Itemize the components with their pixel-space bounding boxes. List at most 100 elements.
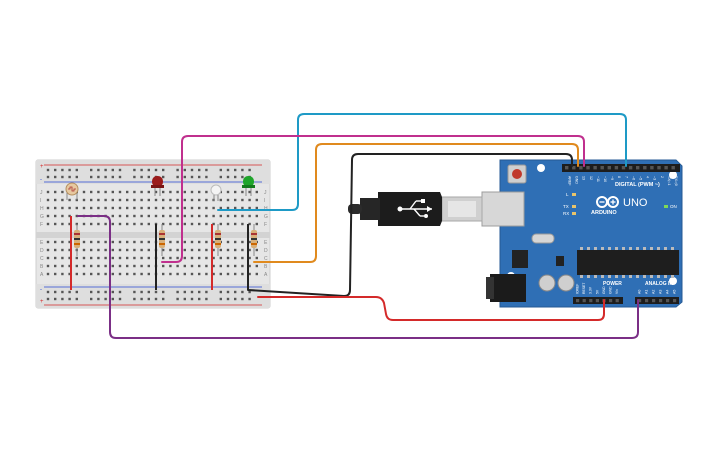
- breadboard-hole[interactable]: [140, 198, 143, 202]
- digital-pin-hole[interactable]: [636, 166, 640, 170]
- breadboard-hole[interactable]: [111, 198, 114, 202]
- breadboard-hole[interactable]: [46, 198, 50, 202]
- breadboard-hole[interactable]: [54, 214, 57, 218]
- breadboard-hole[interactable]: [46, 222, 50, 226]
- breadboard-hole[interactable]: [104, 264, 107, 268]
- breadboard-hole[interactable]: [75, 264, 78, 268]
- rail-hole[interactable]: [183, 297, 186, 301]
- breadboard-hole[interactable]: [226, 214, 230, 218]
- breadboard-hole[interactable]: [226, 222, 230, 226]
- breadboard-hole[interactable]: [176, 198, 179, 202]
- rail-hole[interactable]: [162, 168, 165, 172]
- breadboard-hole[interactable]: [147, 248, 150, 252]
- rail-hole[interactable]: [234, 175, 237, 179]
- breadboard-hole[interactable]: [126, 222, 129, 226]
- breadboard-hole[interactable]: [140, 248, 143, 252]
- rail-hole[interactable]: [75, 297, 78, 301]
- resistor-1[interactable]: [74, 224, 80, 256]
- rail-hole[interactable]: [68, 297, 71, 301]
- rail-hole[interactable]: [46, 290, 50, 294]
- rail-hole[interactable]: [68, 175, 71, 179]
- rail-hole[interactable]: [90, 290, 93, 294]
- breadboard-hole[interactable]: [205, 272, 208, 276]
- breadboard-hole[interactable]: [212, 272, 215, 276]
- breadboard-hole[interactable]: [126, 206, 129, 210]
- resistor-3[interactable]: [215, 224, 221, 256]
- breadboard-hole[interactable]: [118, 248, 122, 252]
- analog-pin-hole[interactable]: [659, 299, 663, 303]
- breadboard-hole[interactable]: [75, 272, 78, 276]
- breadboard-hole[interactable]: [234, 248, 237, 252]
- breadboard-hole[interactable]: [111, 240, 114, 244]
- breadboard-hole[interactable]: [46, 214, 50, 218]
- rail-hole[interactable]: [248, 168, 251, 172]
- breadboard-hole[interactable]: [255, 198, 258, 202]
- breadboard-hole[interactable]: [248, 222, 251, 226]
- breadboard-hole[interactable]: [82, 206, 86, 210]
- breadboard-hole[interactable]: [46, 256, 50, 260]
- breadboard-hole[interactable]: [111, 256, 114, 260]
- rail-hole[interactable]: [133, 168, 136, 172]
- breadboard-hole[interactable]: [162, 264, 165, 268]
- rail-hole[interactable]: [118, 290, 122, 294]
- breadboard-hole[interactable]: [61, 248, 64, 252]
- breadboard-hole[interactable]: [198, 214, 201, 218]
- breadboard-hole[interactable]: [90, 272, 93, 276]
- rail-hole[interactable]: [111, 297, 114, 301]
- breadboard-hole[interactable]: [97, 248, 100, 252]
- breadboard-hole[interactable]: [169, 206, 172, 210]
- breadboard-hole[interactable]: [234, 214, 237, 218]
- breadboard-hole[interactable]: [61, 272, 64, 276]
- breadboard-hole[interactable]: [61, 214, 64, 218]
- breadboard-hole[interactable]: [219, 248, 222, 252]
- breadboard-hole[interactable]: [248, 206, 251, 210]
- breadboard-hole[interactable]: [205, 214, 208, 218]
- breadboard-hole[interactable]: [198, 248, 201, 252]
- breadboard-hole[interactable]: [126, 190, 129, 194]
- breadboard-hole[interactable]: [183, 240, 186, 244]
- digital-header[interactable]: [562, 164, 680, 172]
- breadboard-hole[interactable]: [104, 248, 107, 252]
- rail-hole[interactable]: [90, 168, 93, 172]
- breadboard-hole[interactable]: [147, 240, 150, 244]
- breadboard-hole[interactable]: [241, 214, 244, 218]
- rail-hole[interactable]: [147, 175, 150, 179]
- power-pin-hole[interactable]: [576, 299, 580, 303]
- breadboard-hole[interactable]: [190, 272, 194, 276]
- breadboard-hole[interactable]: [248, 240, 251, 244]
- breadboard-hole[interactable]: [82, 240, 86, 244]
- rail-hole[interactable]: [190, 175, 194, 179]
- breadboard-hole[interactable]: [126, 214, 129, 218]
- analog-pin-hole[interactable]: [638, 299, 642, 303]
- rail-hole[interactable]: [140, 297, 143, 301]
- breadboard-hole[interactable]: [169, 256, 172, 260]
- breadboard-hole[interactable]: [61, 240, 64, 244]
- rail-hole[interactable]: [118, 175, 122, 179]
- rail-hole[interactable]: [190, 297, 194, 301]
- rail-hole[interactable]: [61, 290, 64, 294]
- breadboard-hole[interactable]: [162, 222, 165, 226]
- breadboard-hole[interactable]: [104, 240, 107, 244]
- breadboard-hole[interactable]: [61, 222, 64, 226]
- breadboard-hole[interactable]: [147, 272, 150, 276]
- breadboard-hole[interactable]: [75, 256, 78, 260]
- breadboard-hole[interactable]: [219, 198, 222, 202]
- rail-hole[interactable]: [140, 175, 143, 179]
- rail-hole[interactable]: [111, 168, 114, 172]
- breadboard-hole[interactable]: [248, 264, 251, 268]
- breadboard-hole[interactable]: [154, 206, 158, 210]
- breadboard-hole[interactable]: [97, 264, 100, 268]
- rail-hole[interactable]: [54, 168, 57, 172]
- breadboard-hole[interactable]: [198, 256, 201, 260]
- breadboard-hole[interactable]: [82, 256, 86, 260]
- breadboard-hole[interactable]: [54, 198, 57, 202]
- digital-pin-hole[interactable]: [657, 166, 661, 170]
- breadboard-hole[interactable]: [104, 190, 107, 194]
- breadboard-hole[interactable]: [241, 264, 244, 268]
- breadboard-hole[interactable]: [61, 190, 64, 194]
- breadboard-hole[interactable]: [255, 264, 258, 268]
- breadboard-hole[interactable]: [133, 248, 136, 252]
- breadboard-hole[interactable]: [46, 240, 50, 244]
- breadboard-hole[interactable]: [104, 256, 107, 260]
